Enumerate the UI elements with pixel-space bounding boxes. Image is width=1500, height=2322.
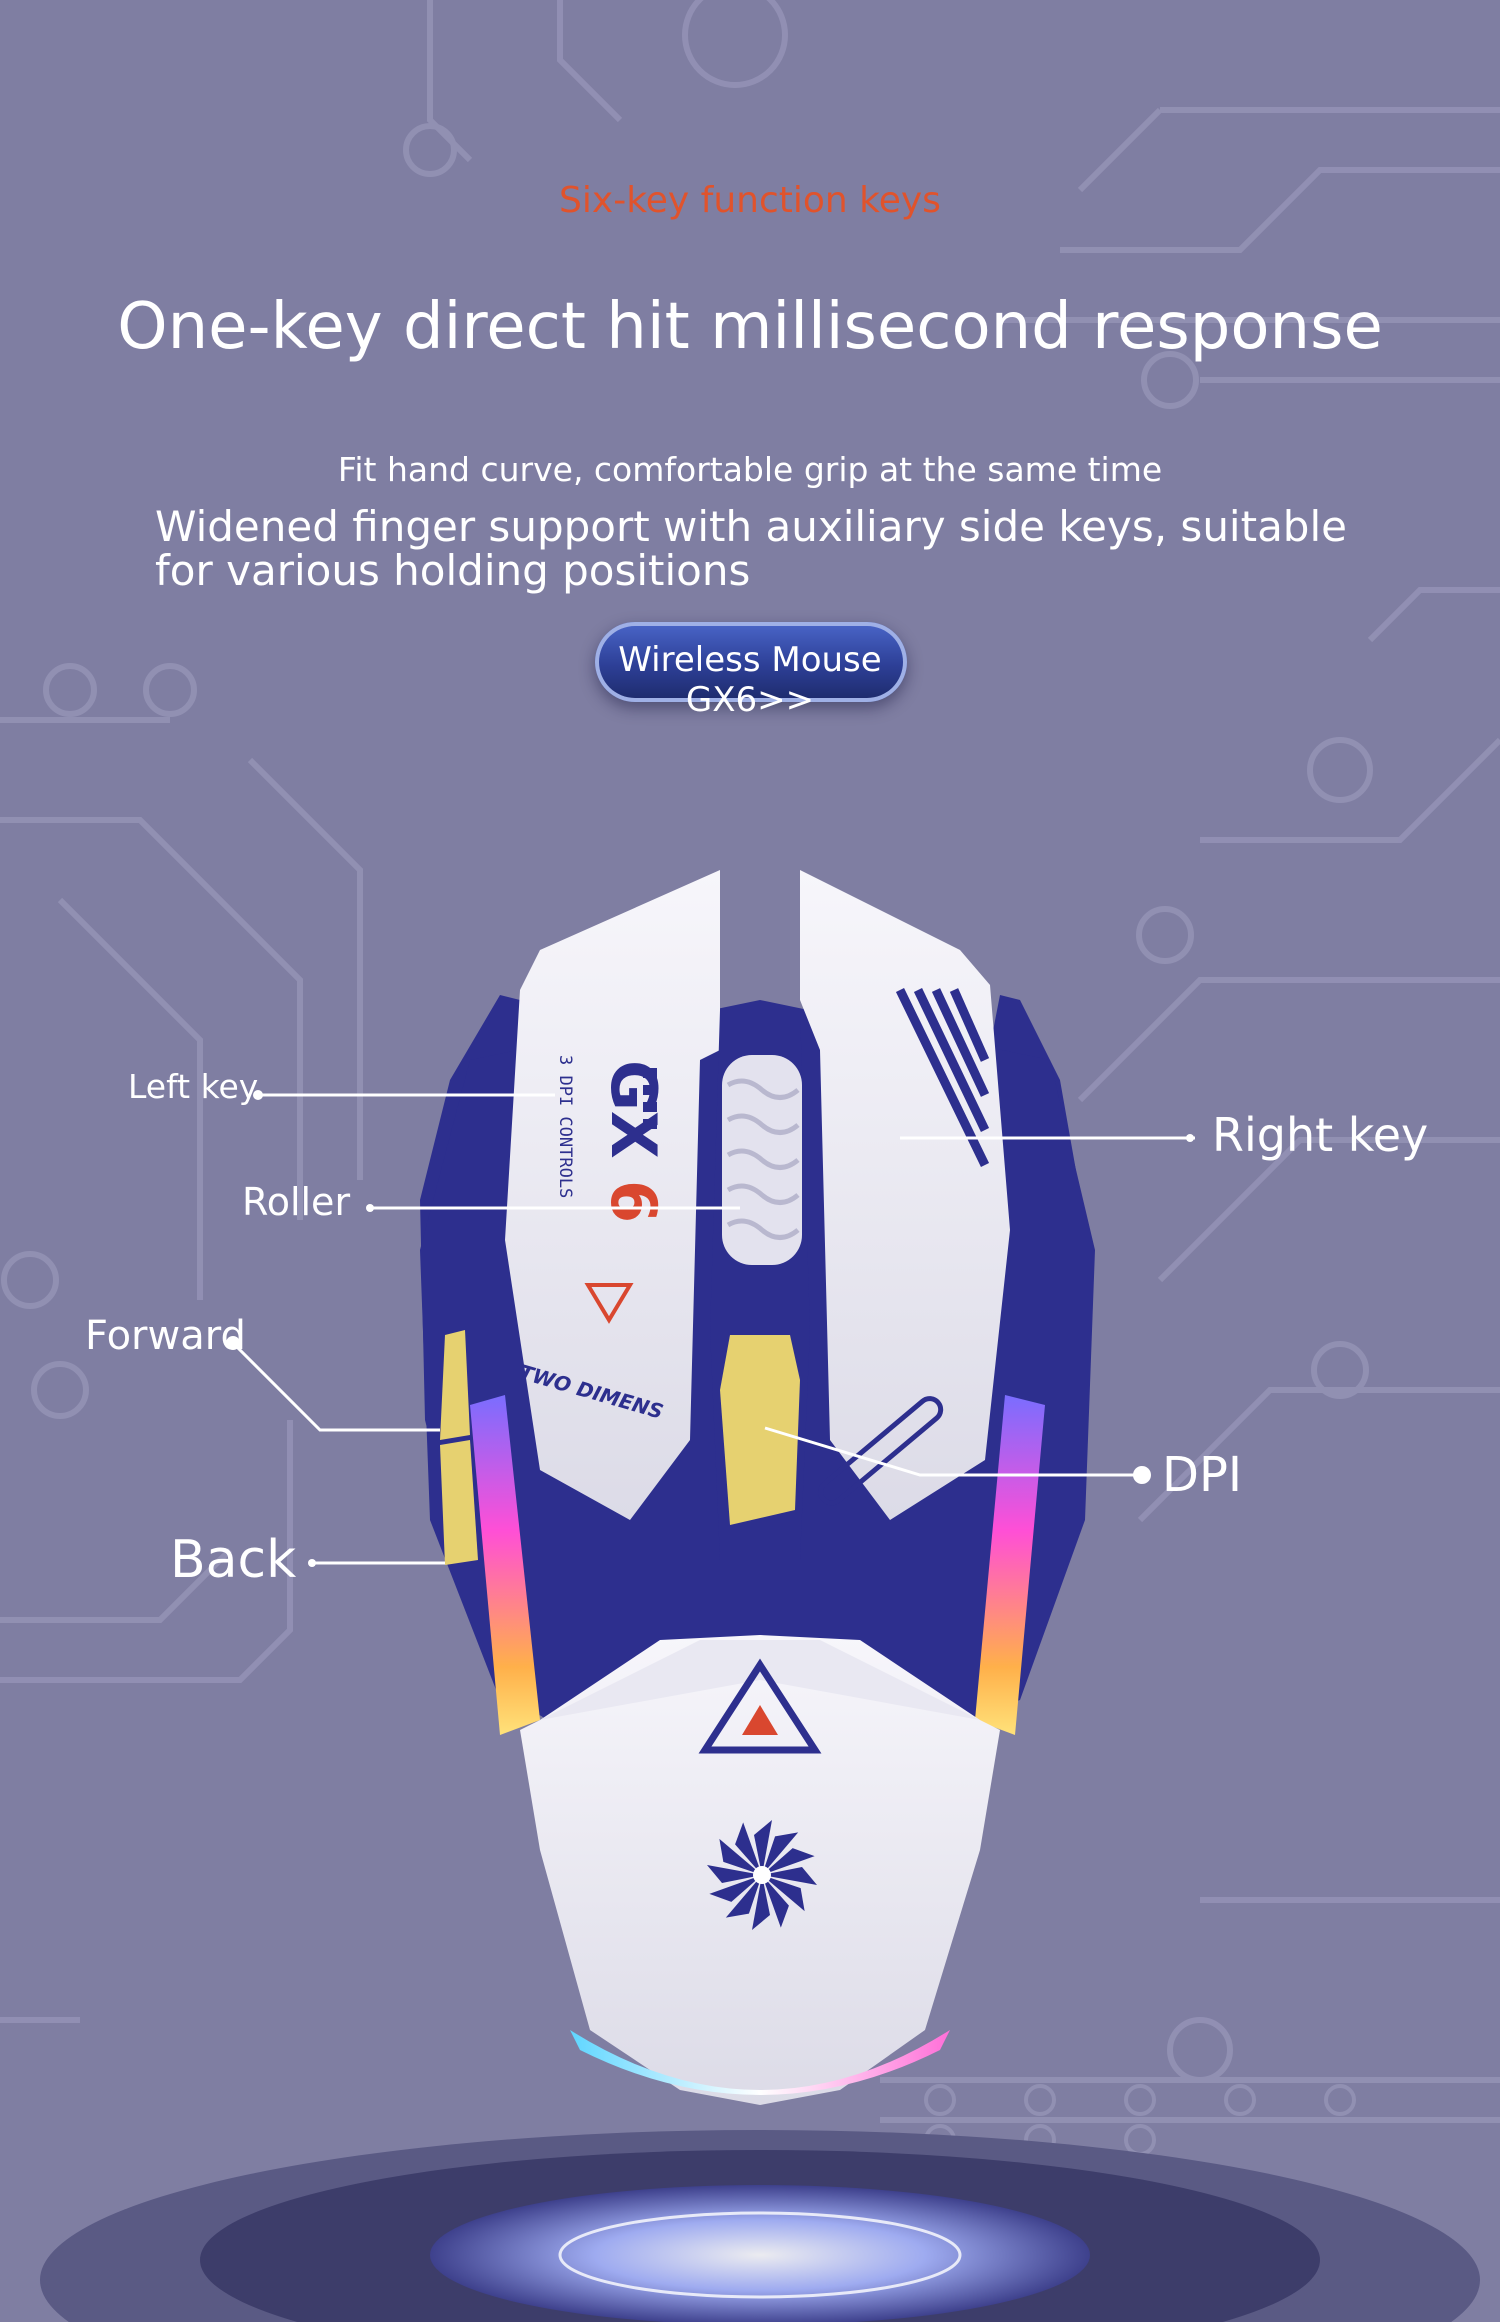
model-print-group: GX 6 xyxy=(597,1060,670,1223)
triangle-logo-icon xyxy=(698,1658,822,1754)
callout-right-key: Right key xyxy=(1212,1108,1429,1162)
palm-chevron xyxy=(540,1640,980,1720)
right-key-dot xyxy=(1186,1134,1194,1142)
page-subline: Fit hand curve, comfortable grip at the … xyxy=(337,450,1163,489)
page-headline: One-key direct hit millisecond response xyxy=(117,290,1383,364)
back-side-button[interactable] xyxy=(440,1440,478,1565)
dpi-line xyxy=(764,1426,1142,1477)
right-key-stripes xyxy=(895,988,990,1167)
left-shell-triangle-icon xyxy=(584,1283,634,1324)
right-rgb-strip xyxy=(975,1395,1045,1735)
model-print: GX xyxy=(597,1060,670,1159)
callout-roller: Roller xyxy=(242,1180,351,1224)
left-key-dot xyxy=(253,1090,263,1100)
left-key-shell[interactable] xyxy=(505,870,720,1520)
scroll-wheel-texture xyxy=(726,1078,800,1240)
callout-dots xyxy=(226,1090,1194,1567)
callout-forward: Forward xyxy=(85,1313,246,1359)
dpi-button[interactable] xyxy=(720,1335,800,1525)
product-link-button[interactable] xyxy=(595,622,907,702)
dpi-dot xyxy=(1133,1466,1151,1484)
right-key-shell[interactable] xyxy=(800,870,1010,1520)
product-link-label[interactable]: Wireless Mouse GX6>> xyxy=(618,640,882,720)
back-dot xyxy=(308,1559,316,1567)
side-text-group: 3 DPI CONTROLS xyxy=(555,1055,575,1198)
left-rgb-strip xyxy=(470,1395,540,1735)
display-pedestal xyxy=(40,2130,1480,2322)
model-number-print: 6 xyxy=(597,1180,670,1223)
forward-line xyxy=(231,1341,440,1432)
forward-dot xyxy=(226,1336,240,1350)
bottom-rgb-glow xyxy=(570,2030,950,2095)
callout-lines xyxy=(231,1093,1195,1565)
section-eyebrow: Six-key function keys xyxy=(559,180,941,221)
dpi-indicator-lights xyxy=(643,1068,657,1129)
forward-side-button[interactable] xyxy=(440,1330,470,1440)
right-accent-slot xyxy=(818,1396,944,1506)
callout-back: Back xyxy=(170,1530,297,1590)
callout-dpi: DPI xyxy=(1162,1447,1243,1503)
dpi-controls-print: 3 DPI CONTROLS xyxy=(555,1055,575,1198)
page-description: Widened finger support with auxiliary si… xyxy=(155,502,1347,595)
triangle-logo-core-icon xyxy=(742,1705,778,1735)
roller-dot xyxy=(366,1204,374,1212)
callout-left-key: Left key xyxy=(128,1067,259,1106)
